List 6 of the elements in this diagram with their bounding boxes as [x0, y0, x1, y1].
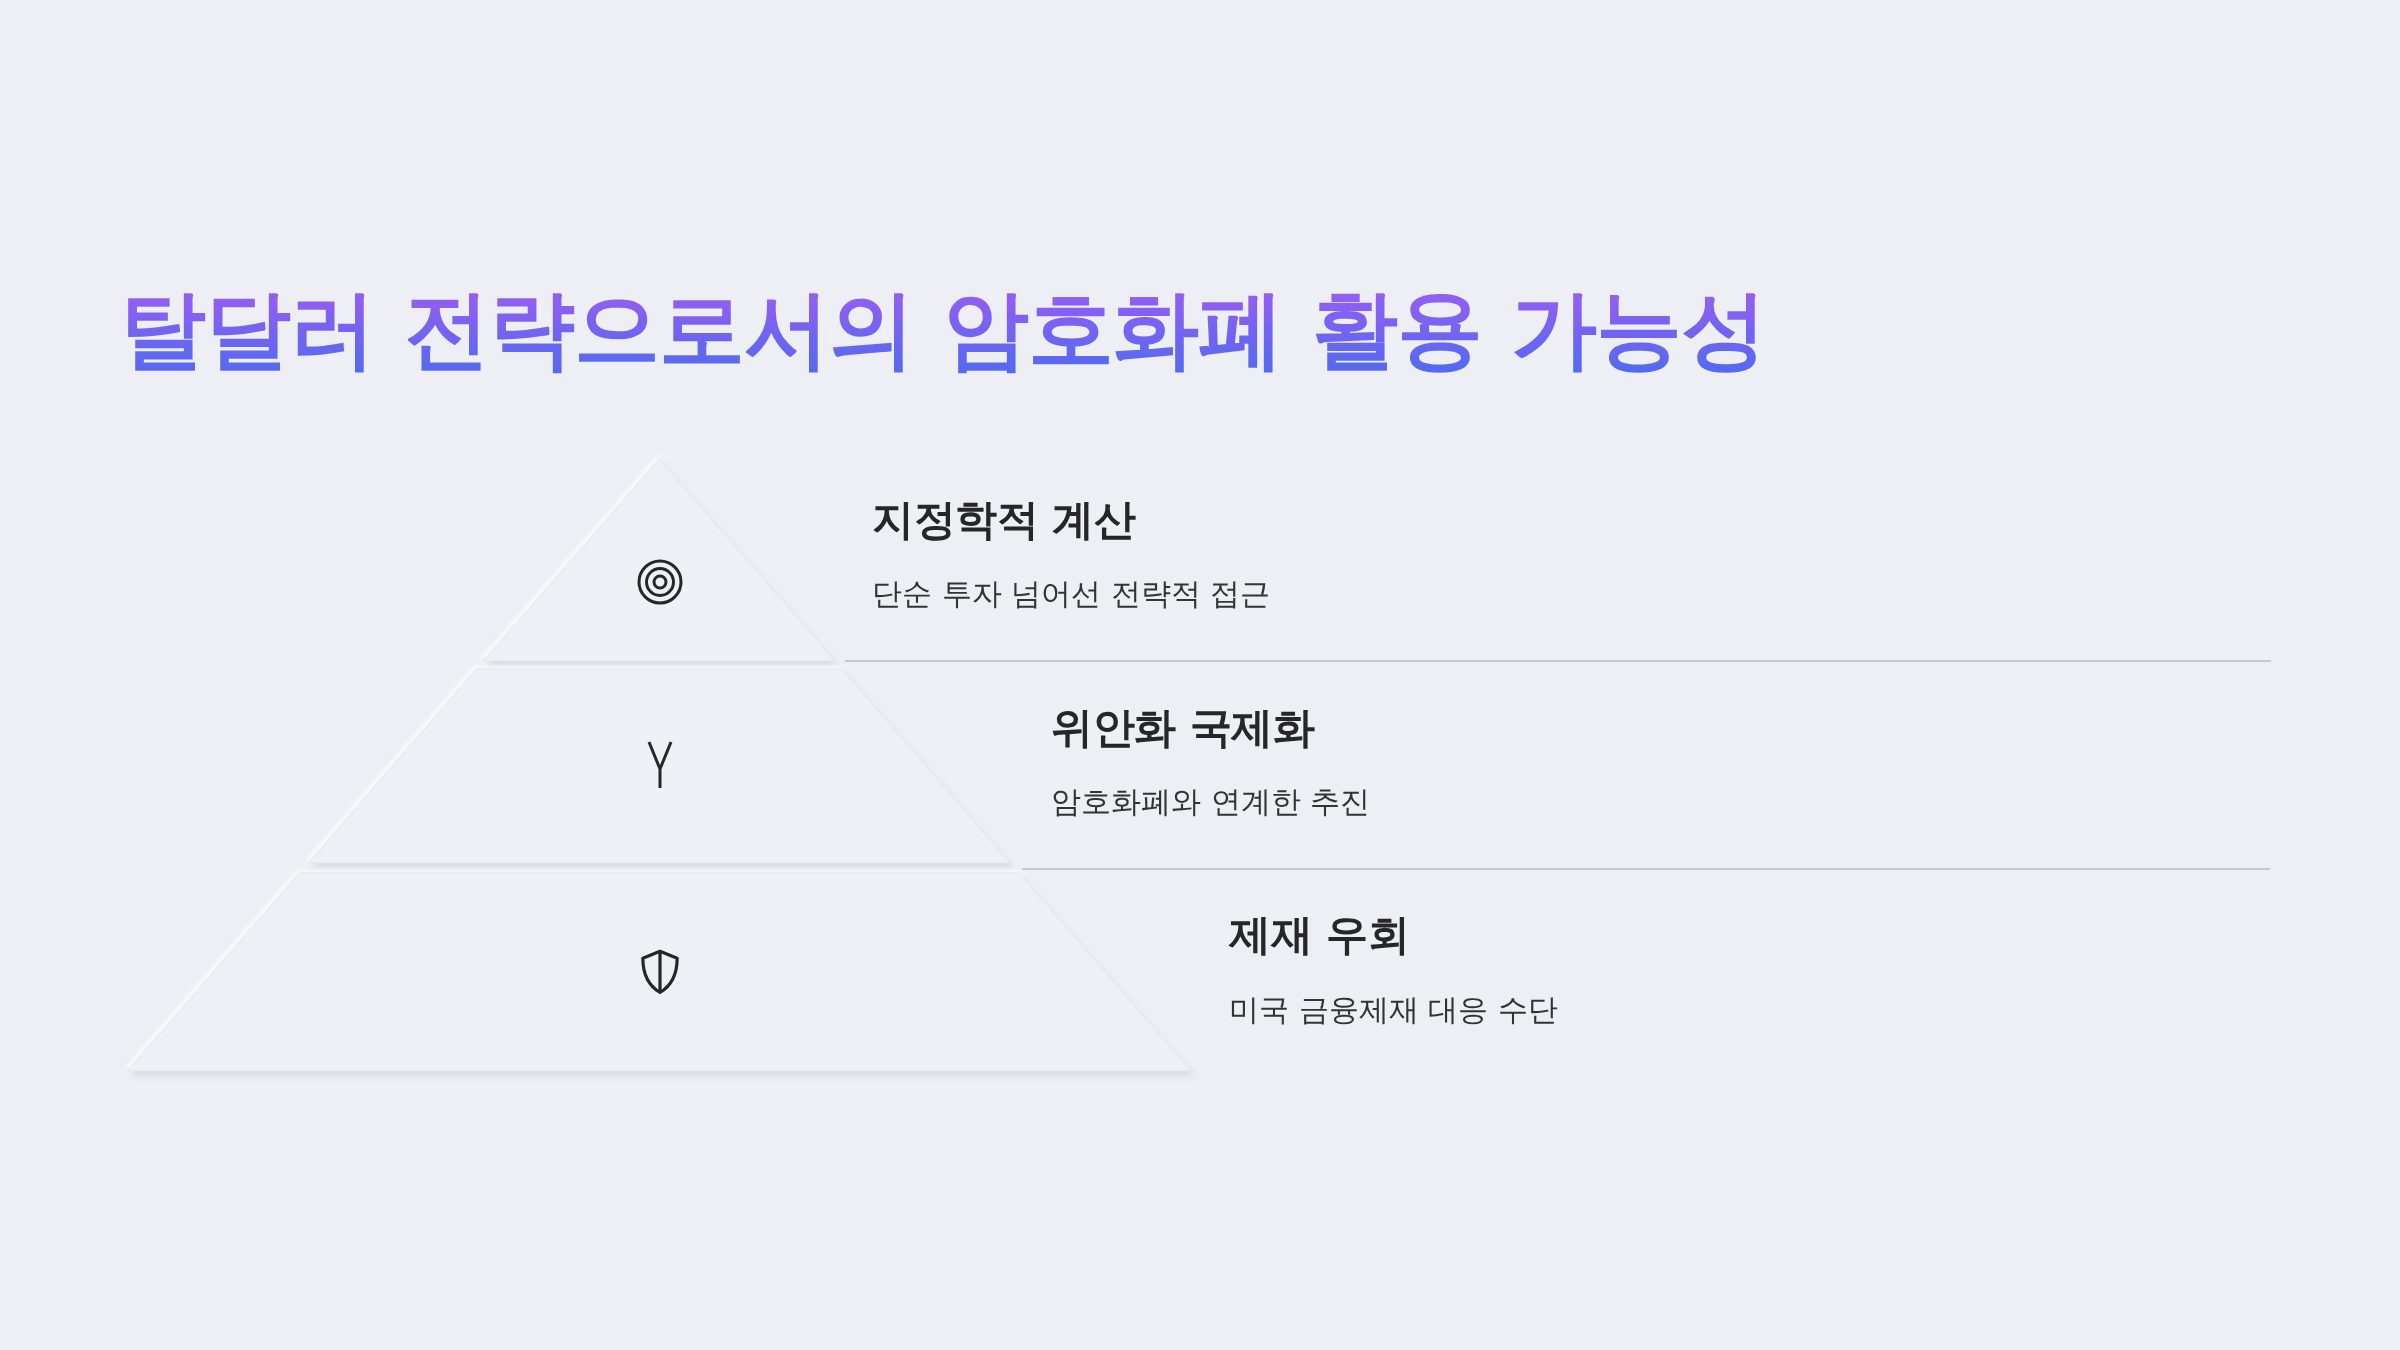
tier-heading: 위안화 국제화: [1051, 703, 1315, 754]
tier-heading: 지정학적 계산: [872, 495, 1136, 546]
tier-description: 미국 금융제재 대응 수단: [1229, 992, 1558, 1028]
tier-heading: 제재 우회: [1229, 910, 1410, 961]
tier-description: 암호화폐와 연계한 추진: [1051, 784, 1371, 820]
tier-description: 단순 투자 넘어선 전략적 접근: [872, 576, 1271, 612]
